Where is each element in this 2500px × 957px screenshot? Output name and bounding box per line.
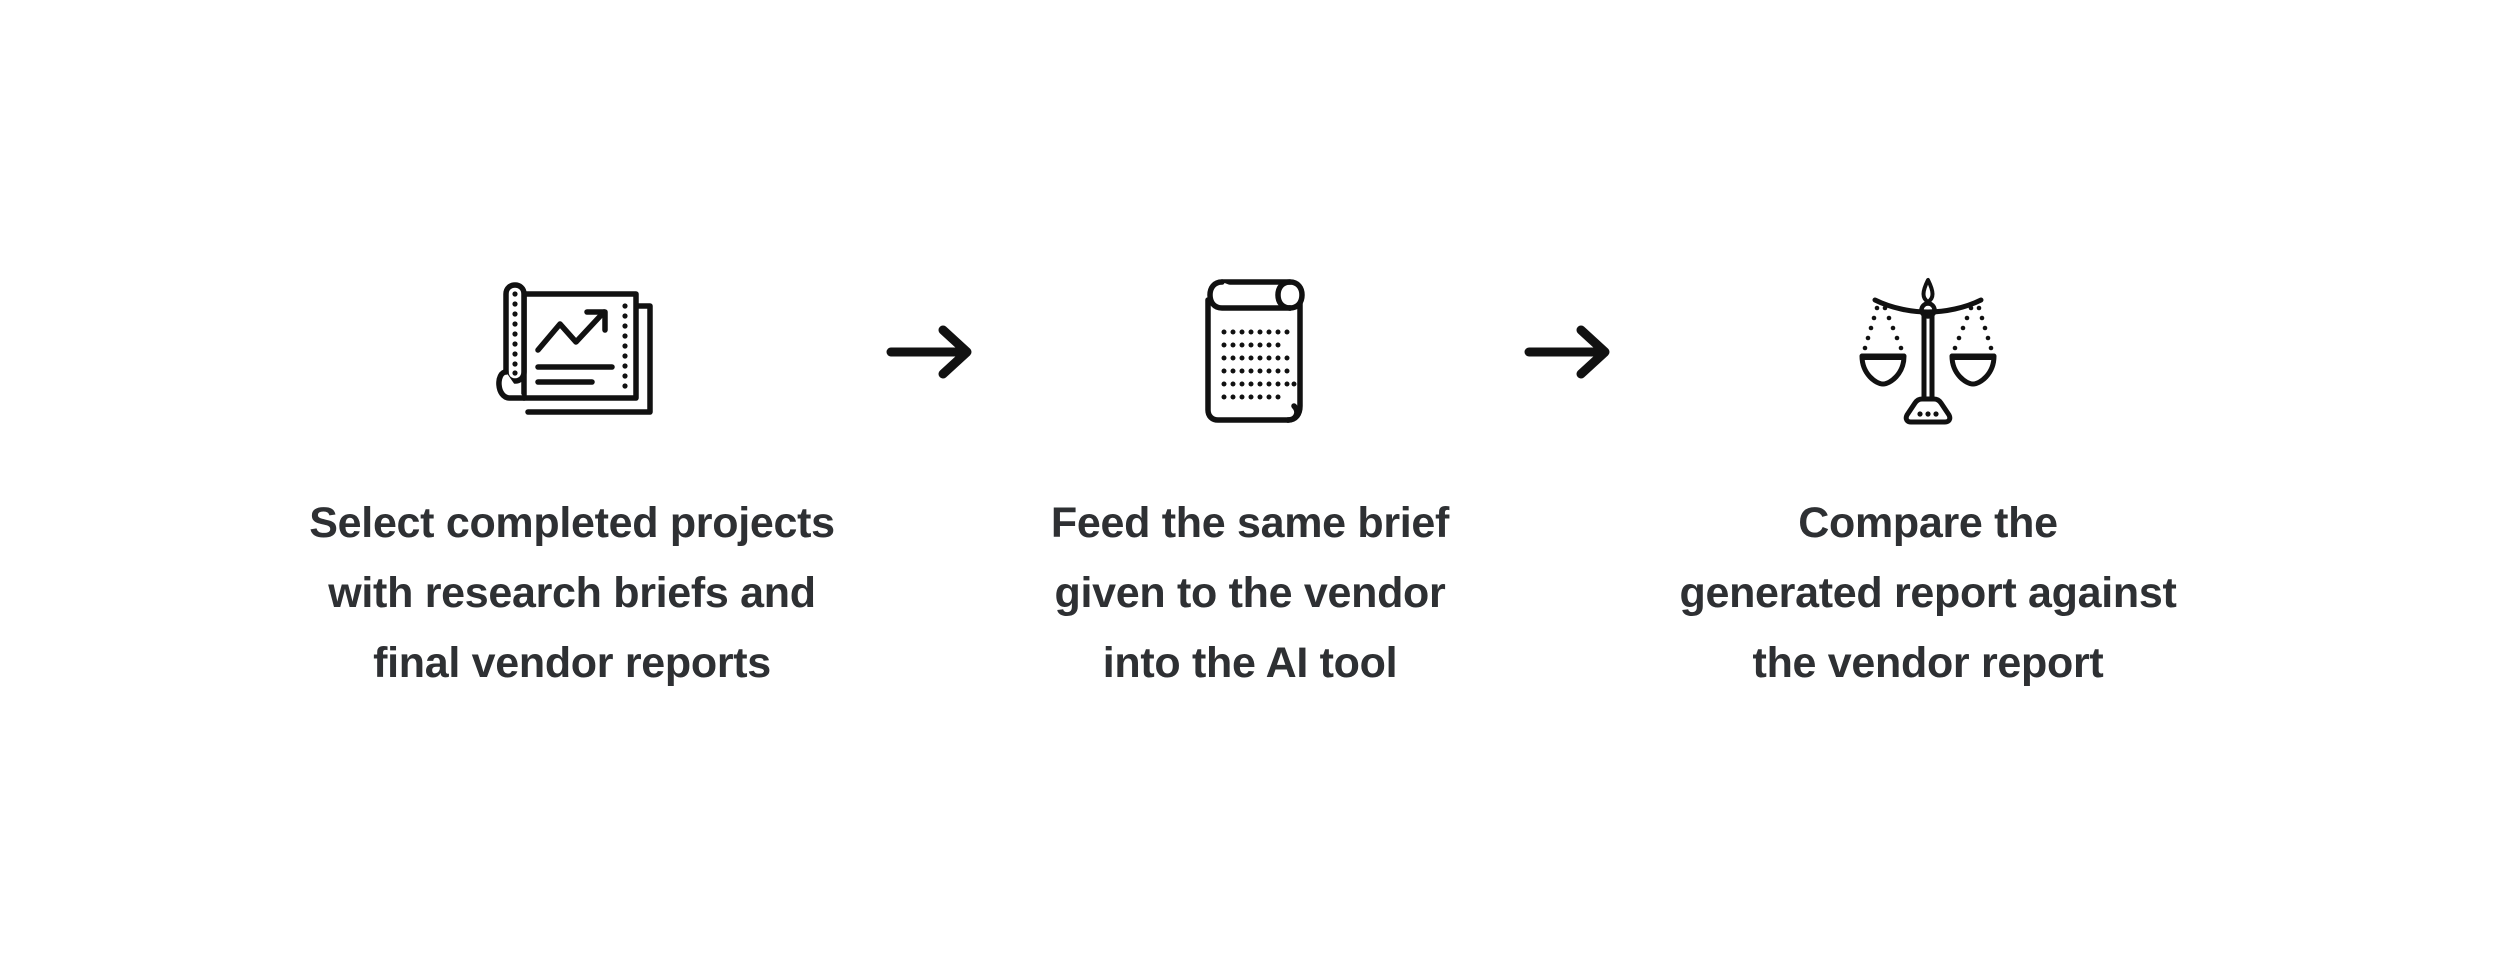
caption-line: given to the vendor bbox=[1054, 569, 1446, 617]
process-step-2: Feed the same brief given to the vendor … bbox=[990, 268, 1510, 698]
process-step-1-caption: Select completed projects with research … bbox=[272, 488, 872, 698]
caption-line: with research briefs and bbox=[328, 569, 816, 617]
caption-line: the vendor report bbox=[1752, 639, 2104, 687]
caption-line: into the AI tool bbox=[1102, 639, 1398, 687]
arrow-right-icon bbox=[872, 268, 990, 436]
process-step-3: Compare the generated report against the… bbox=[1628, 268, 2228, 698]
caption-line: generated report against bbox=[1679, 569, 2177, 617]
balance-scale-icon bbox=[1859, 268, 1997, 436]
caption-line: Feed the same brief bbox=[1050, 499, 1450, 547]
process-step-1: Select completed projects with research … bbox=[272, 268, 872, 698]
process-step-3-caption: Compare the generated report against the… bbox=[1628, 488, 2228, 698]
arrow-right-icon bbox=[1510, 268, 1628, 436]
process-step-2-caption: Feed the same brief given to the vendor … bbox=[990, 488, 1510, 698]
blueprint-report-chart-icon bbox=[488, 268, 656, 436]
scroll-document-icon bbox=[1184, 268, 1316, 436]
caption-line: final vendor reports bbox=[373, 639, 771, 687]
caption-line: Compare the bbox=[1798, 499, 2058, 547]
caption-line: Select completed projects bbox=[309, 499, 835, 547]
